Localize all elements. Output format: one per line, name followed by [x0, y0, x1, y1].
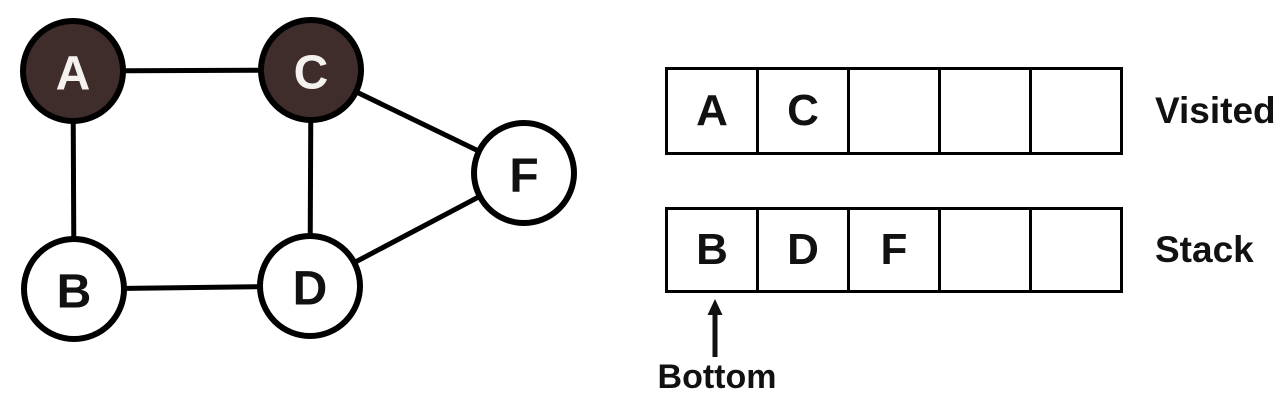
stack-array-label: Stack	[1155, 229, 1254, 270]
stack-array: B D F	[665, 207, 1123, 293]
stack-cell-2: F	[850, 210, 941, 290]
stack-cell-0: B	[668, 210, 759, 290]
graph-node-D	[257, 233, 363, 339]
bottom-pointer-label: Bottom	[657, 358, 777, 396]
graph-node-A	[20, 18, 126, 124]
stack-cell-3	[941, 210, 1032, 290]
graph-diagram: A C F B D	[20, 17, 577, 342]
graph-node-C	[258, 17, 364, 123]
graph-node-label-D: D	[293, 263, 328, 316]
graph-node-label-B: B	[57, 266, 92, 319]
stack-cell-4	[1032, 210, 1120, 290]
visited-cell-4	[1032, 70, 1120, 152]
visited-array-label: Visited	[1155, 90, 1276, 131]
graph-node-label-F: F	[509, 150, 538, 203]
stack-cell-1: D	[759, 210, 850, 290]
visited-cell-0: A	[668, 70, 759, 152]
graph-node-B	[21, 236, 127, 342]
visited-array: A C	[665, 67, 1123, 155]
bottom-arrow-icon	[707, 299, 723, 357]
visited-cell-3	[941, 70, 1032, 152]
graph-node-label-A: A	[56, 48, 91, 101]
visited-cell-2	[850, 70, 941, 152]
graph-node-label-C: C	[294, 47, 329, 100]
visited-cell-1: C	[759, 70, 850, 152]
graph-node-F	[471, 120, 577, 226]
